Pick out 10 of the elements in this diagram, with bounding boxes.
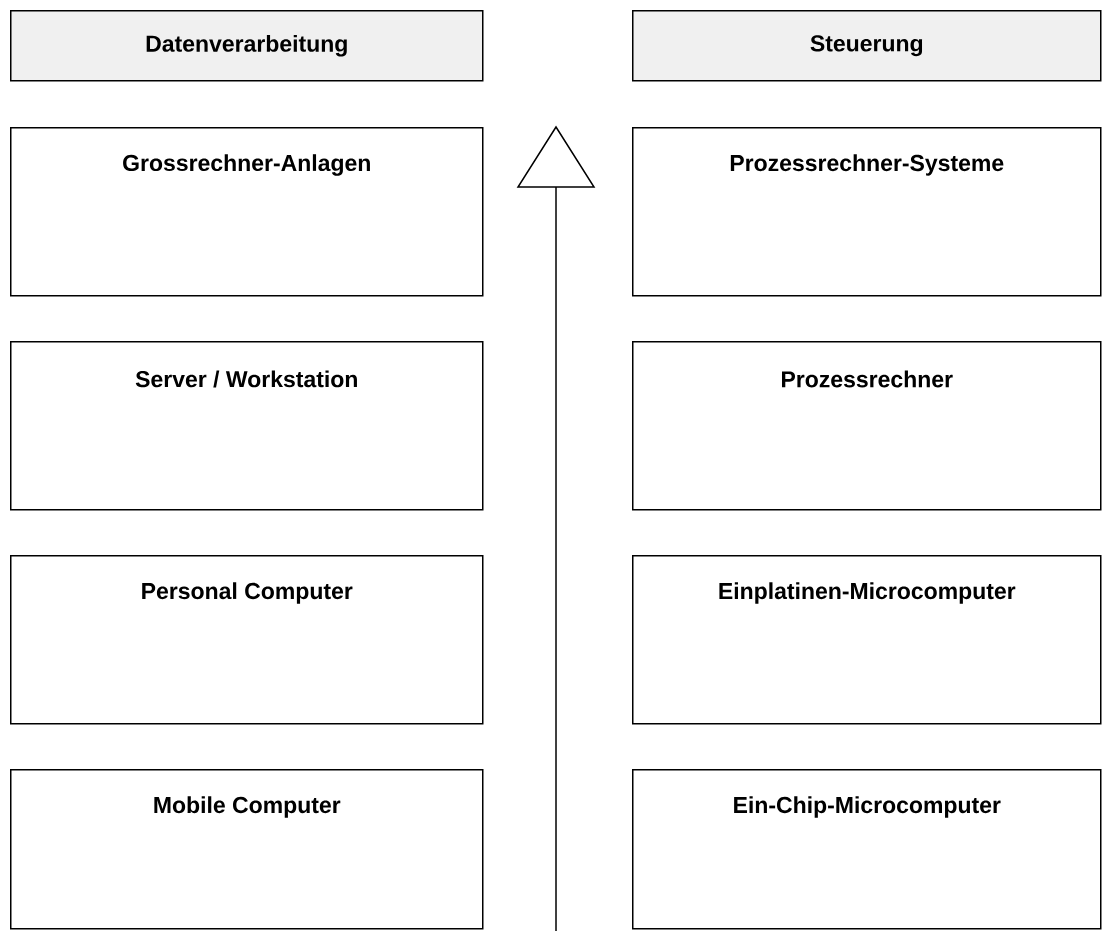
computer-class-box: Prozessrechner xyxy=(632,341,1102,511)
computer-class-box: Ein-Chip-Microcomputer xyxy=(632,769,1102,930)
computer-class-box: Prozessrechner-Systeme xyxy=(632,127,1102,297)
computer-class-box: Server / Workstation xyxy=(10,341,484,511)
category-header: Datenverarbeitung xyxy=(10,10,484,82)
computer-class-box: Personal Computer xyxy=(10,555,484,725)
computer-class-box: Einplatinen-Microcomputer xyxy=(632,555,1102,725)
category-header: Steuerung xyxy=(632,10,1102,82)
computer-class-box: Mobile Computer xyxy=(10,769,484,930)
computer-class-box: Grossrechner-Anlagen xyxy=(10,127,484,297)
